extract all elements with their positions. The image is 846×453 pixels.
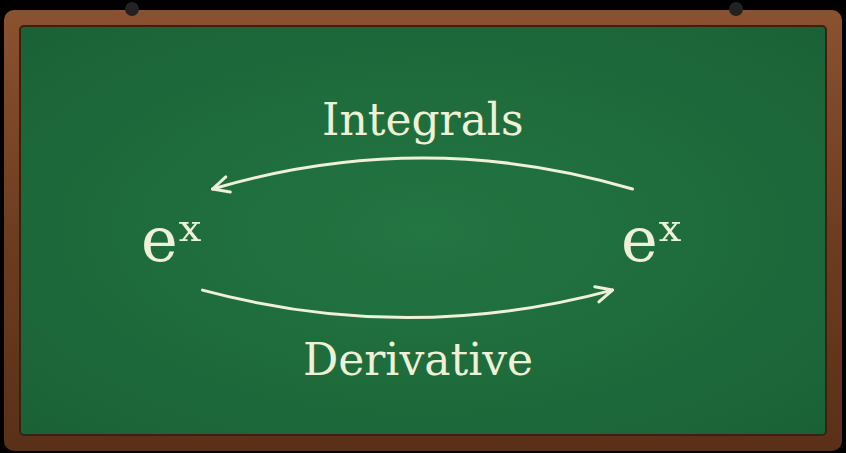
arrow-line bbox=[202, 290, 612, 318]
arrow-head bbox=[595, 287, 613, 302]
nail bbox=[125, 2, 139, 16]
arrow-label: Derivative bbox=[303, 336, 533, 384]
nail bbox=[729, 2, 743, 16]
formula-text: eˣ bbox=[621, 207, 684, 272]
curved-arrow bbox=[212, 158, 632, 192]
board-frame bbox=[4, 10, 842, 451]
formula-node: eˣ bbox=[613, 203, 692, 276]
curved-arrow bbox=[202, 287, 612, 318]
arrow-head bbox=[212, 177, 230, 192]
arrow-label: Integrals bbox=[322, 96, 524, 144]
board-surface bbox=[20, 26, 826, 435]
formula-node: eˣ bbox=[133, 203, 212, 276]
arrow-line bbox=[212, 158, 632, 189]
formula-text: eˣ bbox=[141, 207, 204, 272]
